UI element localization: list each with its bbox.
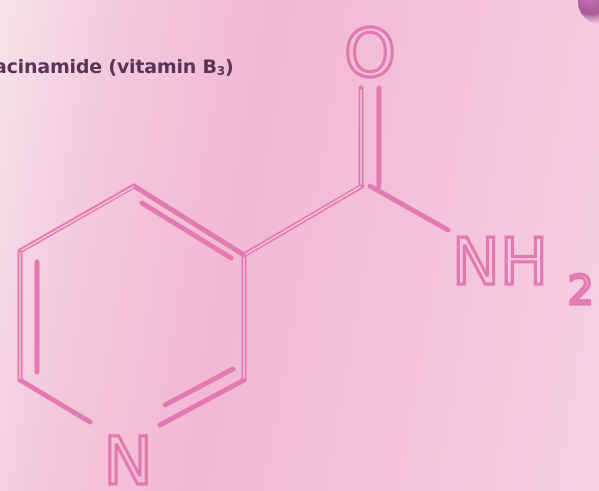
molecule-caption: acinamide (vitamin B3) (0, 56, 234, 78)
ring-bond-bottom-right (157, 377, 247, 428)
caption-text: acinamide (vitamin B (0, 56, 217, 78)
amide-group (241, 85, 451, 258)
ring-bond-bottom-left (17, 377, 93, 425)
ring-bond-top-left-highlight (21, 186, 134, 251)
corner-blob (578, 0, 599, 24)
oxygen-atom: O (344, 15, 396, 92)
bond-carbonyl-to-nitrogen (367, 183, 451, 233)
bond-ring-to-carbonyl-highlight (245, 186, 361, 255)
ring-bond-bottom-right-double (162, 366, 236, 408)
ring-bond-top-right-double (139, 200, 234, 261)
caption-close: ) (224, 56, 234, 78)
amide-subscript: 2 (568, 268, 593, 314)
ring-bond-top-right (131, 183, 247, 258)
amide-nitrogen-atom: NH (452, 226, 548, 300)
ring-nitrogen-atom: N (103, 423, 152, 491)
pyridine-ring (17, 183, 247, 428)
caption-subscript: 3 (216, 64, 225, 78)
